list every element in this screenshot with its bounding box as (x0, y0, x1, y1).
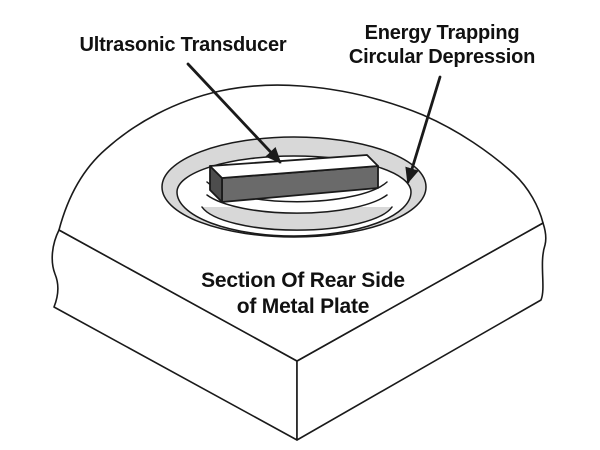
plate-caption-line2: of Metal Plate (237, 295, 370, 318)
transducer-label: Ultrasonic Transducer (80, 34, 287, 56)
plate-left-face (51, 229, 298, 441)
depression-label-line1: Energy Trapping (365, 22, 520, 44)
plate-caption-line1: Section Of Rear Side (201, 269, 405, 292)
mesa-middle-edge (206, 194, 388, 214)
plate-right-face (296, 222, 547, 441)
depression-label-line2: Circular Depression (349, 46, 535, 68)
mesa-lower-disc (202, 207, 392, 231)
transducer-pointer-arrow (186, 62, 282, 164)
mesa-lower-edge (201, 206, 393, 231)
transducer-top-face (209, 154, 379, 179)
depression-pointer-arrow (405, 75, 442, 184)
